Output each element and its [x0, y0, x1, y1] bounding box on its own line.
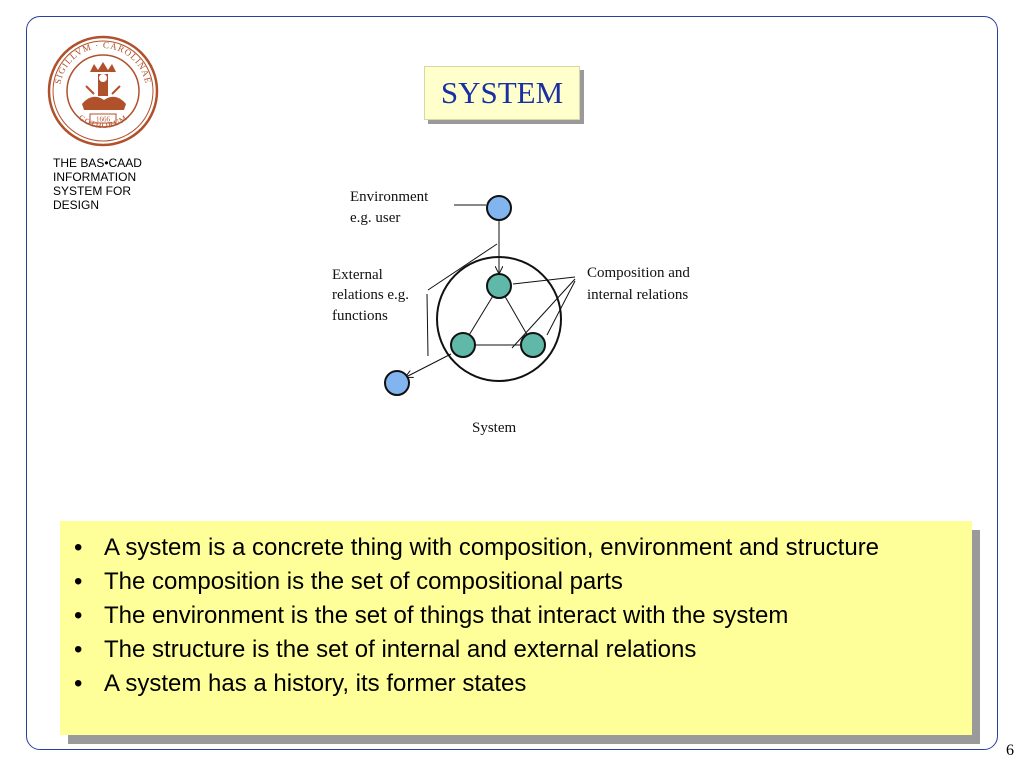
external-relations-label: relations e.g.: [332, 287, 409, 303]
component-node: [486, 273, 512, 299]
system-diagram: Environment e.g. user External relations…: [332, 189, 690, 436]
list-item: • A system is a concrete thing with compo…: [74, 531, 952, 565]
bullet-text: A system has a history, its former state…: [104, 670, 527, 697]
seal-year: 1666: [96, 116, 111, 124]
list-item: • A system has a history, its former stat…: [74, 667, 952, 701]
composition-pointer-line: [512, 276, 576, 285]
bullet-marker: •: [74, 568, 83, 595]
bullet-text: The environment is the set of things tha…: [104, 602, 789, 629]
sidebar-line: DESIGN: [53, 198, 100, 212]
external-pointer-line: [427, 243, 498, 291]
component-node: [450, 332, 476, 358]
bullet-text: The structure is the set of internal and…: [104, 636, 697, 663]
composition-pointer-line: [546, 280, 576, 336]
slide-title: SYSTEM: [424, 66, 580, 120]
university-seal-icon: SIGILLVM · CAROLINAE GOTHORUM 1666: [47, 35, 159, 147]
environment-node: [486, 195, 512, 221]
composition-pointer-line: [511, 278, 576, 349]
external-relations-label: External: [332, 267, 383, 283]
component-node: [520, 332, 546, 358]
sidebar-line: SYSTEM FOR: [53, 184, 132, 198]
bullet-marker: •: [74, 534, 83, 561]
sidebar-line: INFORMATION: [53, 170, 137, 184]
page-number: 6: [1006, 742, 1014, 759]
bullet-text: The composition is the set of compositio…: [104, 568, 623, 595]
sidebar-line: THE BAS•CAAD: [53, 156, 142, 170]
bullet-panel: • A system is a concrete thing with compo…: [60, 521, 972, 735]
composition-label: Composition and: [587, 265, 690, 281]
environment-label: Environment: [350, 189, 429, 205]
external-environment-node: [384, 370, 410, 396]
slide-frame: [26, 16, 998, 750]
sidebar-title: THE BAS•CAAD INFORMATION SYSTEM FOR DESI…: [53, 156, 173, 212]
list-item: • The environment is the set of things th…: [74, 599, 952, 633]
bullet-text: A system is a concrete thing with compos…: [104, 534, 880, 561]
bullet-marker: •: [74, 636, 83, 663]
bullet-list: • A system is a concrete thing with compo…: [74, 531, 952, 701]
list-item: • The composition is the set of compositi…: [74, 565, 952, 599]
composition-label: internal relations: [587, 287, 688, 303]
external-relations-label: functions: [332, 308, 388, 324]
system-label: System: [472, 420, 517, 436]
list-item: • The structure is the set of internal an…: [74, 633, 952, 667]
environment-label: e.g. user: [350, 210, 400, 226]
bullet-marker: •: [74, 602, 83, 629]
external-pointer-line: [426, 293, 429, 357]
external-arrow: [406, 353, 452, 377]
bullet-marker: •: [74, 670, 83, 697]
